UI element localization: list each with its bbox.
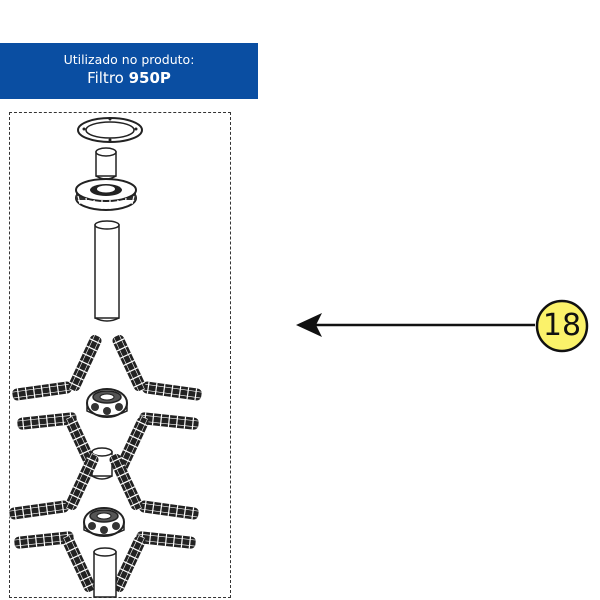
product-model: 950P — [128, 69, 171, 87]
threaded-collar-icon — [75, 178, 137, 211]
product-prefix: Filtro — [87, 69, 129, 87]
short-tube-icon — [93, 547, 117, 598]
callout-number: 18 — [542, 308, 582, 343]
callout-arrow — [296, 313, 535, 337]
gasket-ring-icon — [77, 117, 143, 143]
callout-badge — [535, 299, 589, 353]
banner-product: Filtro 950P — [0, 69, 258, 87]
short-tube-icon — [95, 147, 117, 180]
kit-parts-frame — [9, 112, 231, 598]
long-tube-icon — [94, 220, 120, 322]
banner-label: Utilizado no produto: — [63, 52, 195, 67]
product-banner: Utilizado no produto: Filtro 950P — [0, 43, 258, 99]
